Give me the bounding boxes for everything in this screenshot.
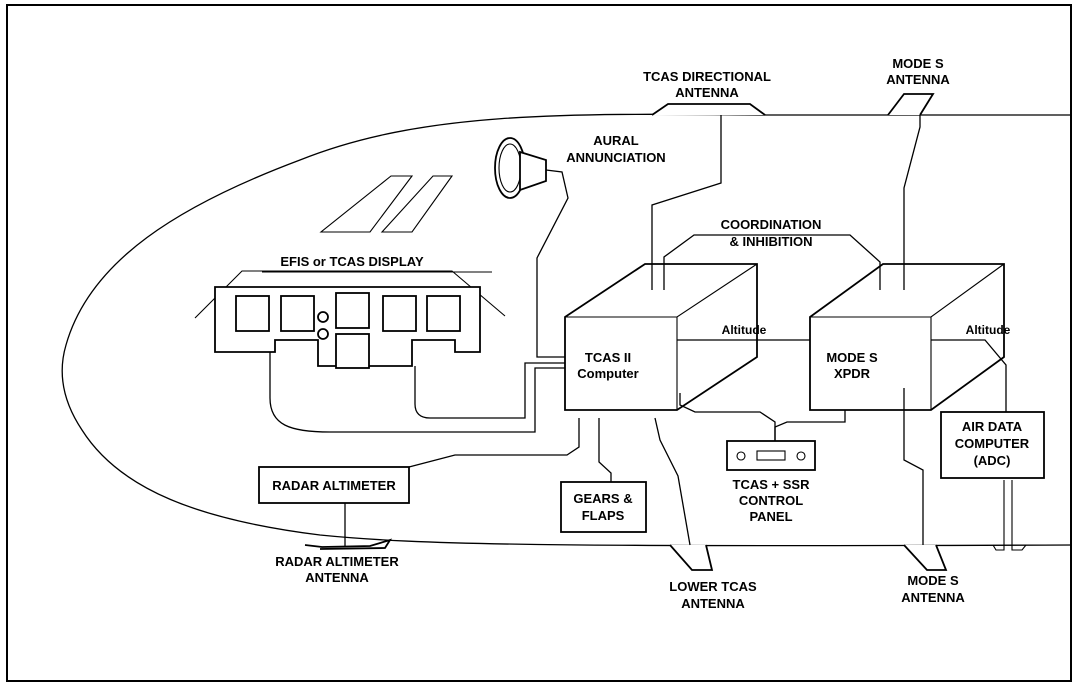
label-xpdr-line1: MODE S	[826, 350, 878, 365]
display-screen-3	[335, 292, 370, 329]
label-xpdr-line2: XPDR	[834, 366, 871, 381]
label-lower-tcas-line2: ANTENNA	[681, 596, 745, 611]
fuselage-outline	[61, 113, 1073, 547]
display-screen-5	[382, 295, 417, 332]
display-screen-2	[280, 295, 315, 332]
indicator-knob-1	[317, 311, 329, 323]
label-gears-line1: GEARS &	[573, 491, 632, 506]
indicator-knob-2	[317, 328, 329, 340]
label-mode-s-top-line2: ANTENNA	[886, 72, 950, 87]
lower-tcas-antenna	[669, 544, 714, 571]
label-adc-line3: (ADC)	[974, 453, 1011, 468]
cockpit-windows	[319, 175, 454, 233]
label-tcas-directional-line1: TCAS DIRECTIONAL	[643, 69, 771, 84]
speaker-icon	[494, 137, 547, 199]
radar-altimeter-box	[258, 466, 410, 504]
label-lower-tcas-line1: LOWER TCAS	[669, 579, 757, 594]
label-radar-altimeter: RADAR ALTIMETER	[272, 478, 396, 493]
label-control-panel-line2: CONTROL	[739, 493, 803, 508]
display-screen-4	[335, 333, 370, 369]
mode-s-xpdr-box	[809, 263, 1005, 411]
label-efis-display: EFIS or TCAS DISPLAY	[280, 254, 424, 269]
label-adc-line2: COMPUTER	[955, 436, 1030, 451]
display-screen-6	[426, 295, 461, 332]
label-mode-s-bottom-line2: ANTENNA	[901, 590, 965, 605]
label-mode-s-top-line1: MODE S	[892, 56, 944, 71]
label-tcas-computer-line1: TCAS II	[585, 350, 631, 365]
control-panel-device	[726, 440, 816, 471]
wiring	[269, 115, 1007, 546]
label-radar-antenna-line2: ANTENNA	[305, 570, 369, 585]
label-radar-antenna-line1: RADAR ALTIMETER	[275, 554, 399, 569]
label-coordination-line1: COORDINATION	[721, 217, 822, 232]
label-tcas-computer-line2: Computer	[577, 366, 638, 381]
label-altitude-1: Altitude	[722, 323, 767, 337]
display-screen-1	[235, 295, 270, 332]
label-coordination-line2: & INHIBITION	[729, 234, 812, 249]
label-tcas-directional-line2: ANTENNA	[675, 85, 739, 100]
radar-altimeter-antenna	[304, 538, 393, 550]
label-control-panel-line1: TCAS + SSR	[733, 477, 811, 492]
label-aural-line1: AURAL	[593, 133, 639, 148]
mode-s-antenna-top	[887, 93, 935, 116]
adc-probe	[992, 480, 1027, 551]
label-mode-s-bottom-line1: MODE S	[907, 573, 959, 588]
label-adc-line1: AIR DATA	[962, 419, 1023, 434]
label-control-panel-line3: PANEL	[749, 509, 792, 524]
air-data-computer-box	[940, 411, 1045, 479]
label-altitude-2: Altitude	[966, 323, 1011, 337]
tcas-computer-box	[564, 263, 758, 411]
tcas-directional-antenna	[651, 103, 766, 116]
mode-s-antenna-bottom	[903, 544, 948, 571]
gears-flaps-box	[560, 481, 647, 533]
label-gears-line2: FLAPS	[582, 508, 625, 523]
label-aural-line2: ANNUNCIATION	[566, 150, 665, 165]
